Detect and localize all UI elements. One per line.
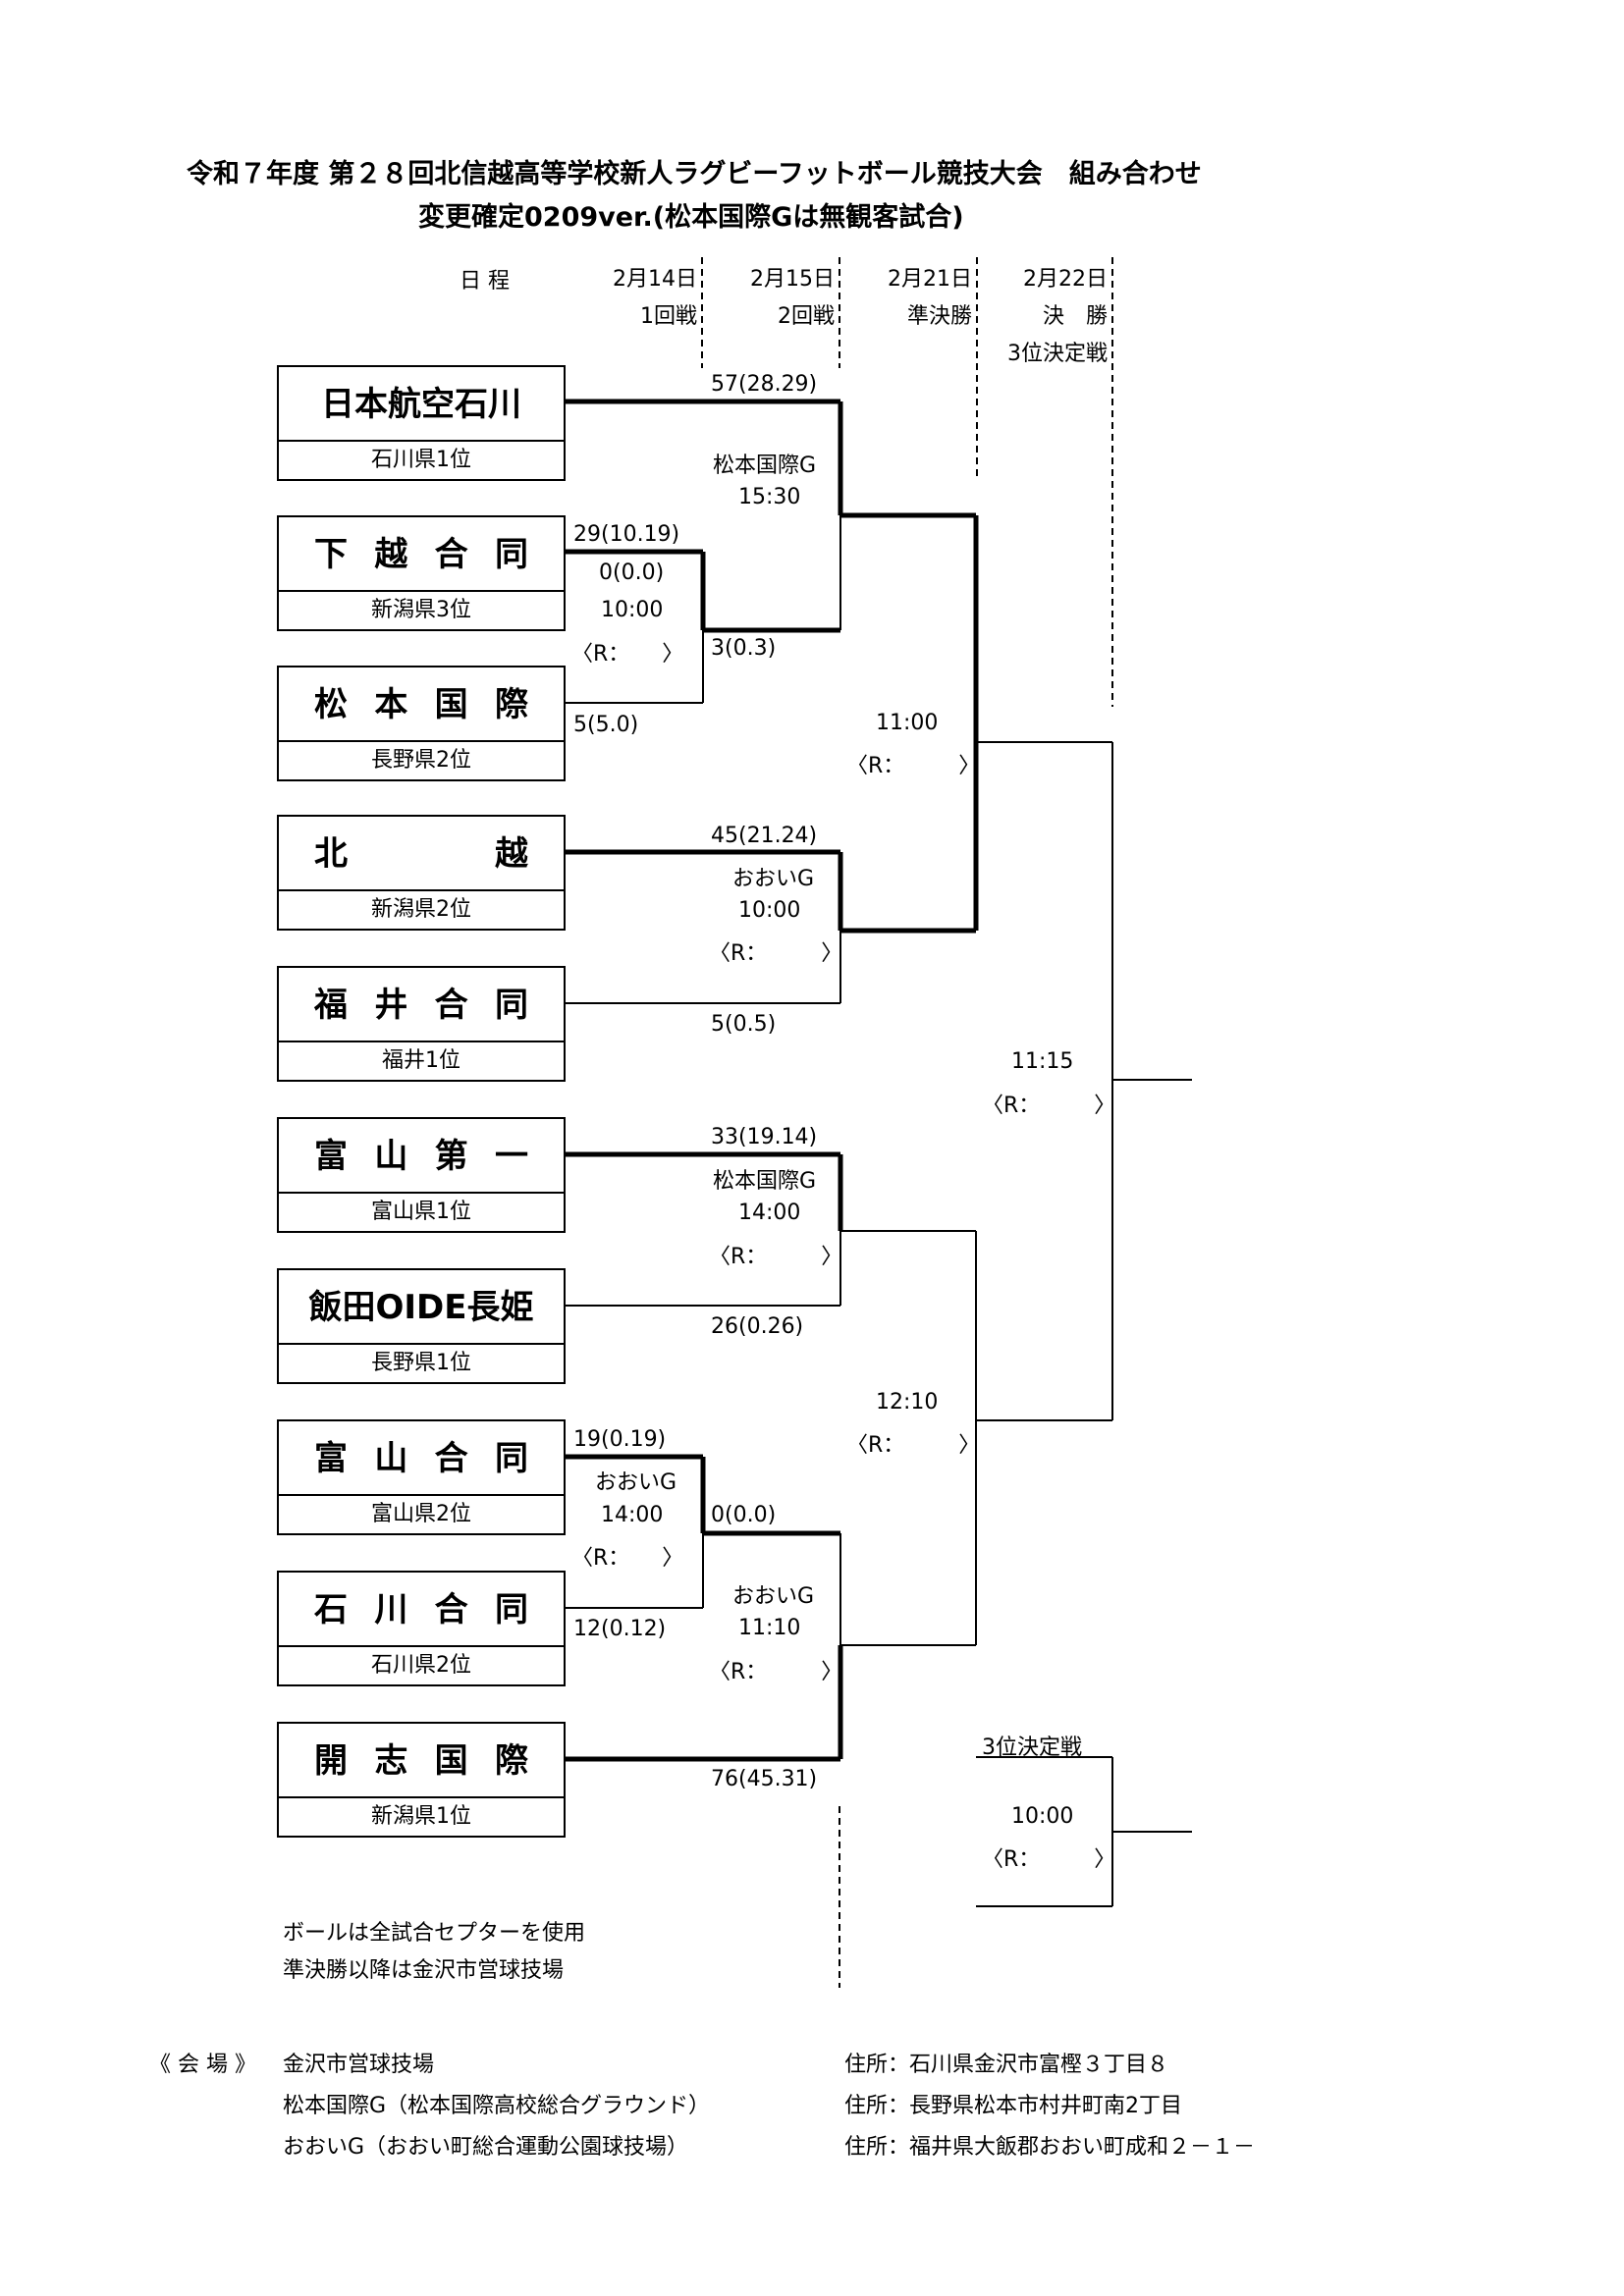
r1b-venue: おおいG <box>595 1470 677 1495</box>
team-rank: 新潟県1位 <box>371 1804 471 1829</box>
sfb-time: 12:10 <box>876 1390 939 1415</box>
team-name: 飯田OIDE長姫 <box>279 1270 564 1345</box>
team-box-ishikawa-godo: 石川合同 石川県2位 <box>277 1571 566 1686</box>
col3-date: 2月21日 <box>888 267 972 292</box>
third-place-time: 10:00 <box>1011 1804 1074 1829</box>
note-ball: ボールは全試合セプターを使用 <box>283 1921 586 1946</box>
r2d-score-bottom: 76(45.31) <box>711 1767 818 1791</box>
venue-name-1: 金沢市営球技場 <box>283 2053 435 2077</box>
sfa-time: 11:00 <box>876 711 939 735</box>
col1-round: 1回戦 <box>640 304 697 329</box>
r2b-referee: 〈R： 〉 <box>709 941 843 966</box>
r1a-score-bottom: 5(5.0) <box>573 713 639 737</box>
col3-round: 準決勝 <box>906 304 972 329</box>
team-rank: 石川県2位 <box>371 1653 471 1678</box>
third-place-referee: 〈R： 〉 <box>982 1847 1116 1872</box>
team-name: 福井合同 <box>279 968 564 1042</box>
col4-round2: 3位決定戦 <box>1007 342 1108 366</box>
r1a-extra: 0(0.0) <box>599 561 665 585</box>
team-name: 松本国際 <box>279 667 564 742</box>
team-box-fukui-godo: 福井合同 福井1位 <box>277 966 566 1082</box>
r2d-venue: おおいG <box>732 1584 815 1609</box>
r1a-referee: 〈R： 〉 <box>571 642 684 667</box>
sfa-referee: 〈R： 〉 <box>846 754 981 778</box>
team-box-matsumoto-kokusai: 松本国際 長野県2位 <box>277 666 566 781</box>
team-box-hokuetsu: 北越 新潟県2位 <box>277 815 566 931</box>
team-name: 日本航空石川 <box>279 367 564 442</box>
r1b-score-bottom: 12(0.12) <box>573 1617 667 1641</box>
team-rank: 長野県2位 <box>371 748 471 773</box>
r1b-time: 14:00 <box>601 1503 664 1527</box>
venue-name-3: おおいG（おおい町総合運動公園球技場） <box>283 2135 689 2160</box>
r2c-score-top: 33(19.14) <box>711 1125 818 1149</box>
r2c-referee: 〈R： 〉 <box>709 1245 843 1269</box>
r2c-venue: 松本国際G <box>713 1169 817 1194</box>
r2a-time: 15:30 <box>738 485 801 509</box>
venue-address-2: 住所：長野県松本市村井町南2丁目 <box>844 2094 1182 2118</box>
team-name: 北越 <box>279 817 564 891</box>
venue-label: 《 会 場 》 <box>149 2053 256 2077</box>
col2-round: 2回戦 <box>778 304 835 329</box>
team-name: 石川合同 <box>279 1573 564 1647</box>
schedule-label: 日 程 <box>460 269 510 294</box>
team-rank: 長野県1位 <box>371 1351 471 1375</box>
r2b-score-top: 45(21.24) <box>711 824 818 848</box>
third-place-label: 3位決定戦 <box>982 1735 1082 1760</box>
team-rank: 福井1位 <box>382 1048 460 1073</box>
r1a-time: 10:00 <box>601 598 664 622</box>
team-box-kaishi-kokusai: 開志国際 新潟県1位 <box>277 1722 566 1838</box>
team-box-toyama-daiichi: 富山第一 富山県1位 <box>277 1117 566 1233</box>
final-referee: 〈R： 〉 <box>982 1094 1116 1118</box>
r2a-venue: 松本国際G <box>713 454 817 478</box>
team-rank: 新潟県2位 <box>371 897 471 922</box>
r2b-venue: おおいG <box>732 867 815 891</box>
team-box-toyama-godo: 富山合同 富山県2位 <box>277 1419 566 1535</box>
r1a-score-top: 29(10.19) <box>573 522 680 547</box>
r2d-time: 11:10 <box>738 1616 801 1640</box>
r2a-score-top: 57(28.29) <box>711 372 818 397</box>
title-line2: 変更確定0209ver.(松本国際Gは無観客試合) <box>418 202 964 233</box>
team-name: 開志国際 <box>279 1724 564 1798</box>
r2d-score-top: 0(0.0) <box>711 1503 777 1527</box>
r2c-score-bottom: 26(0.26) <box>711 1314 804 1339</box>
team-name: 富山第一 <box>279 1119 564 1194</box>
r2a-score-bottom: 3(0.3) <box>711 636 777 661</box>
r1b-referee: 〈R： 〉 <box>571 1546 684 1571</box>
team-name: 富山合同 <box>279 1421 564 1496</box>
col1-date: 2月14日 <box>613 267 697 292</box>
sfb-referee: 〈R： 〉 <box>846 1433 981 1458</box>
team-box-nihonkoku-ishikawa: 日本航空石川 石川県1位 <box>277 365 566 481</box>
team-box-iida-oide-osahime: 飯田OIDE長姫 長野県1位 <box>277 1268 566 1384</box>
col4-round: 決 勝 <box>1042 304 1108 329</box>
venue-address-1: 住所：石川県金沢市富樫３丁目８ <box>844 2053 1169 2077</box>
final-time: 11:15 <box>1011 1049 1074 1074</box>
r2b-time: 10:00 <box>738 898 801 923</box>
r2c-time: 14:00 <box>738 1201 801 1225</box>
col2-date: 2月15日 <box>750 267 835 292</box>
r2b-score-bottom: 5(0.5) <box>711 1012 777 1037</box>
col4-date: 2月22日 <box>1023 267 1108 292</box>
title-line1: 令和７年度 第２８回北信越高等学校新人ラグビーフットボール競技大会 組み合わせ <box>187 159 1202 189</box>
note-venue: 準決勝以降は金沢市営球技場 <box>283 1958 565 1983</box>
venue-address-3: 住所：福井県大飯郡おおい町成和２－１－ <box>844 2135 1256 2160</box>
r2d-referee: 〈R： 〉 <box>709 1660 843 1684</box>
team-name: 下越合同 <box>279 517 564 592</box>
team-rank: 石川県1位 <box>371 448 471 472</box>
team-rank: 富山県2位 <box>371 1502 471 1526</box>
team-rank: 富山県1位 <box>371 1200 471 1224</box>
team-box-shimoetsu-godo: 下越合同 新潟県3位 <box>277 515 566 631</box>
venue-name-2: 松本国際G（松本国際高校総合グラウンド） <box>283 2094 711 2118</box>
team-rank: 新潟県3位 <box>371 598 471 622</box>
r1b-score-top: 19(0.19) <box>573 1427 667 1452</box>
